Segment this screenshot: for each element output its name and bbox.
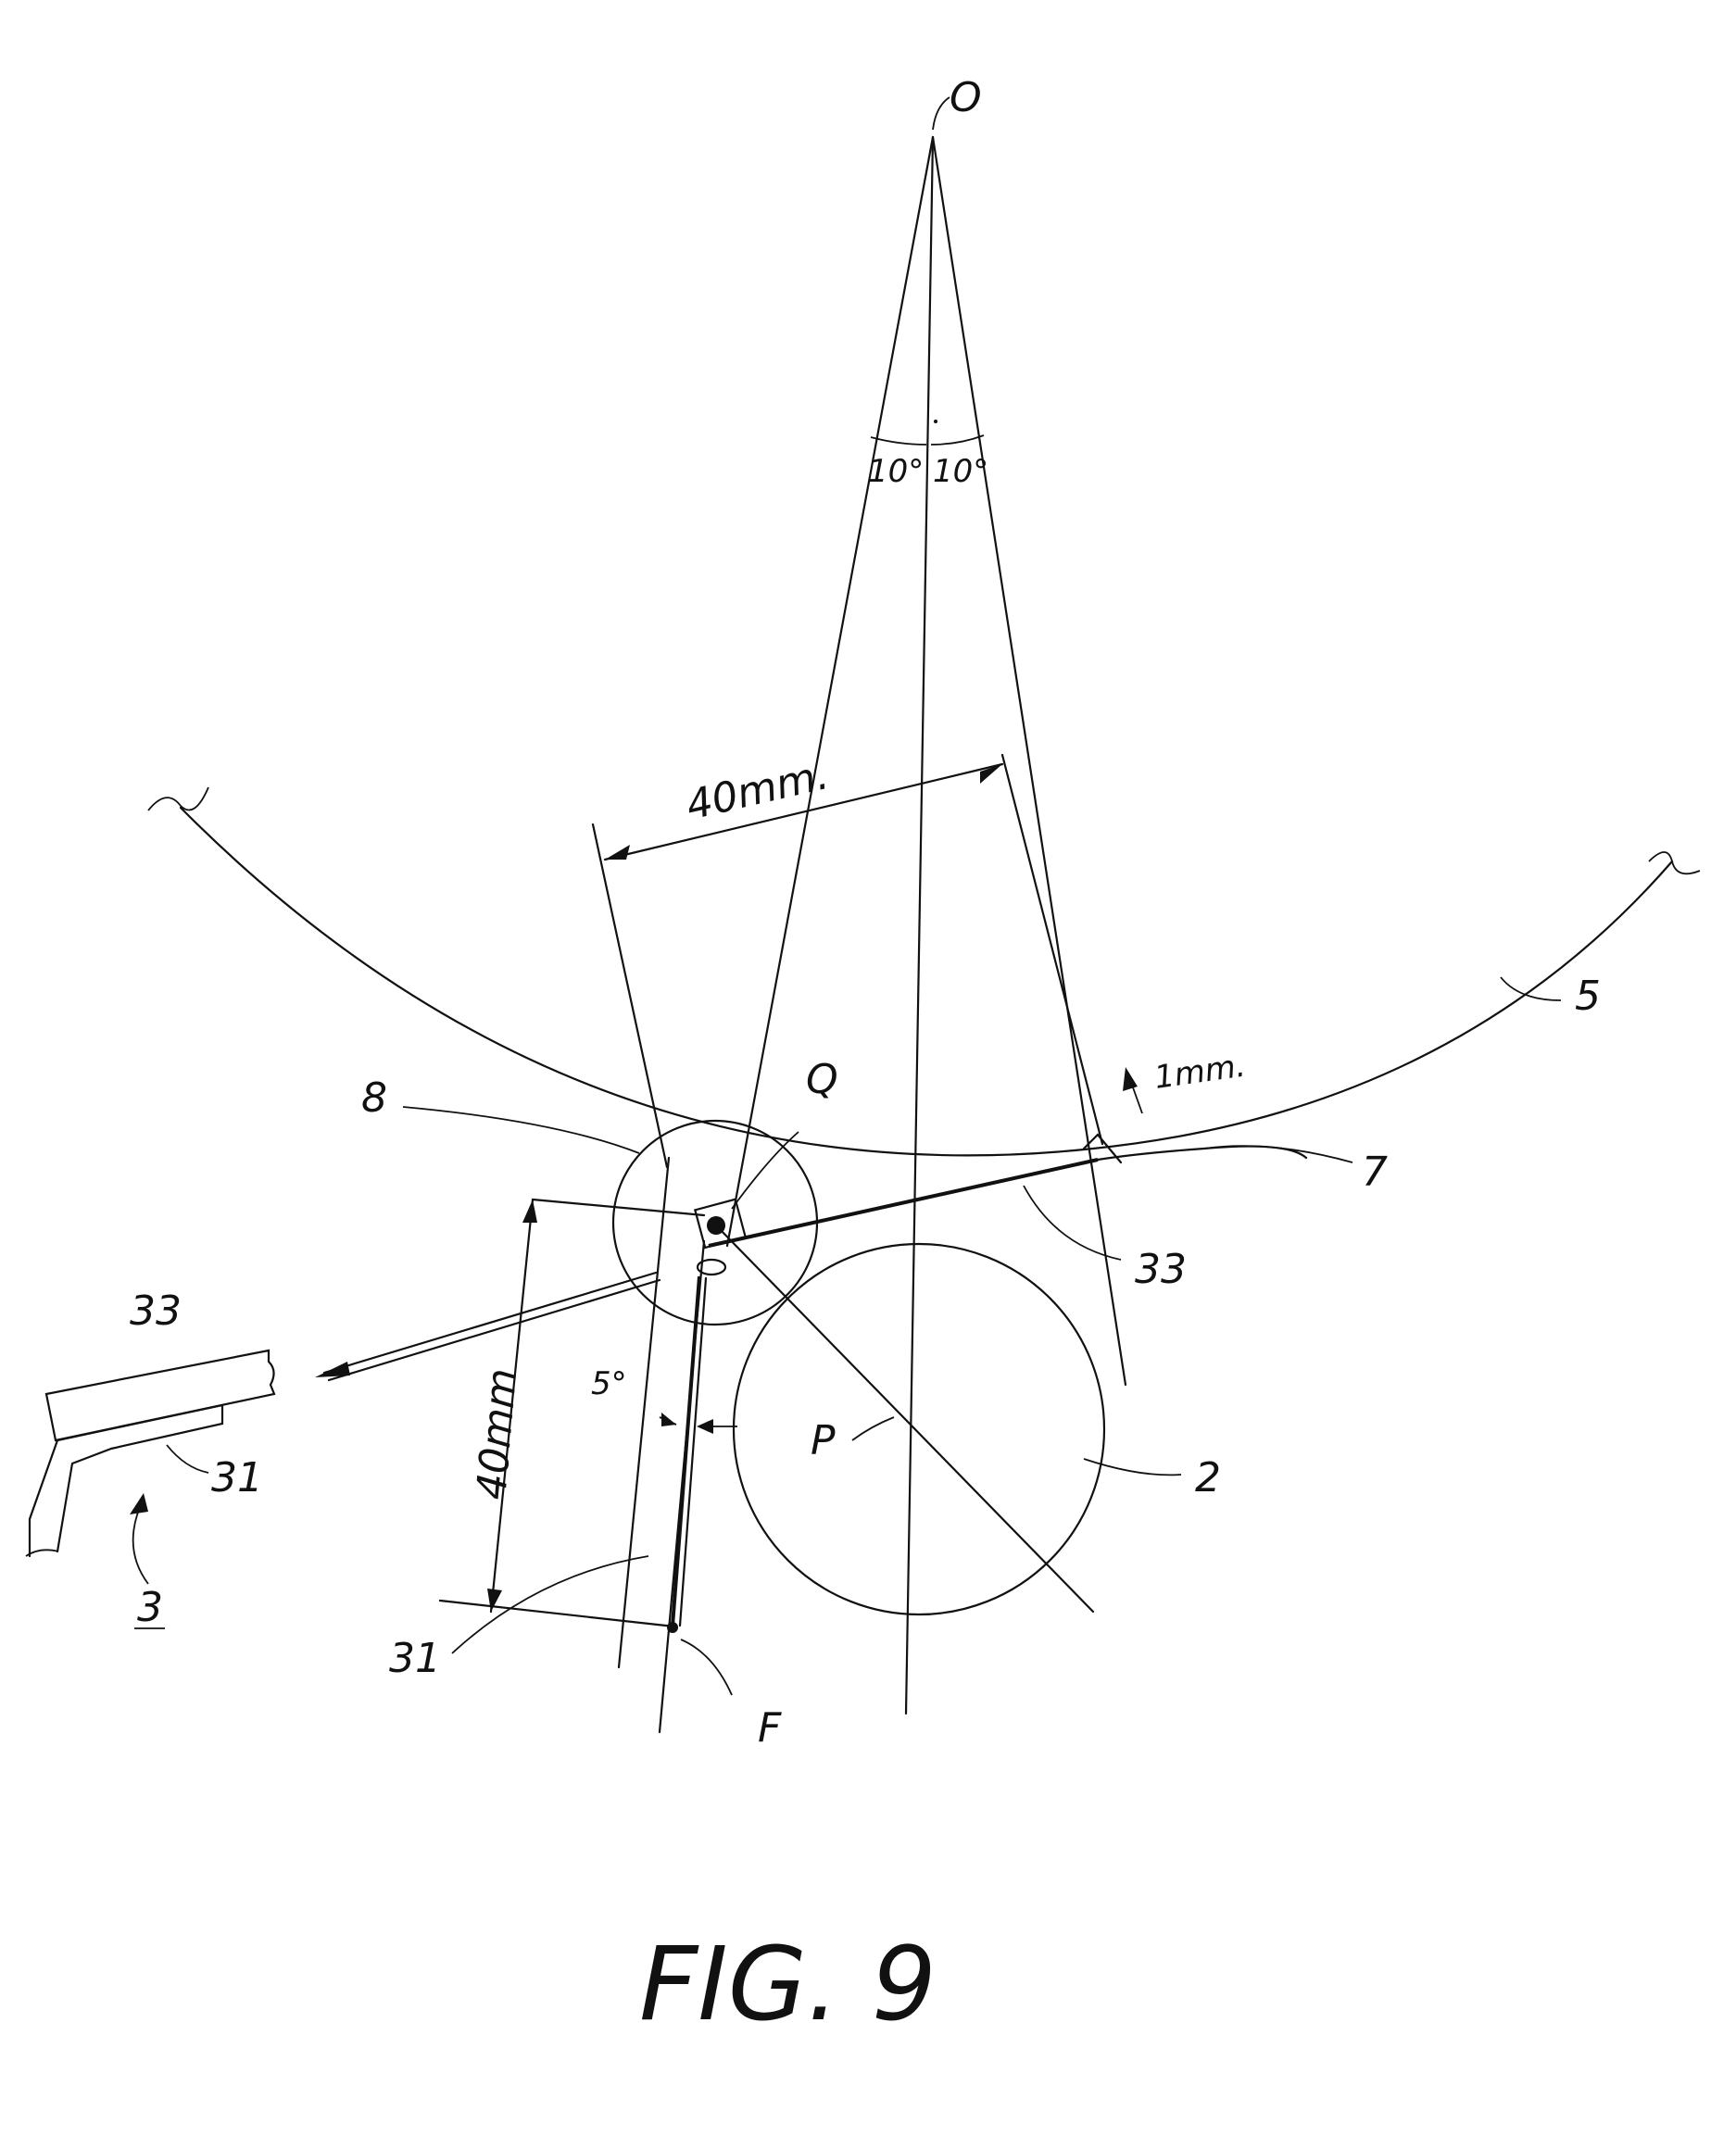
center-axis-line xyxy=(906,137,933,1714)
label-ref-7: 7 xyxy=(1362,1149,1388,1196)
label-p: P xyxy=(811,1417,836,1464)
angle-dot xyxy=(934,420,937,423)
label-ref-8: 8 xyxy=(361,1074,387,1122)
figure-title: FIG. 9 xyxy=(639,1925,937,2043)
arc-break-right xyxy=(1649,852,1700,873)
label-ref-2: 2 xyxy=(1195,1454,1221,1501)
arrowhead-arm-left xyxy=(315,1362,350,1377)
label-angle-right: 10° xyxy=(933,453,988,490)
label-angle-small: 5° xyxy=(591,1365,627,1402)
leader-o xyxy=(933,97,950,130)
block-31 xyxy=(57,1405,222,1449)
arrowhead-3 xyxy=(130,1493,148,1514)
arc-element-5 xyxy=(181,808,1672,1155)
leader-f xyxy=(681,1639,732,1695)
point-f xyxy=(667,1622,678,1633)
label-dim-left: 40mm xyxy=(468,1366,526,1501)
extension-line-left-bottom xyxy=(440,1601,674,1627)
arrowhead-top-left xyxy=(605,845,630,860)
leader-33-right xyxy=(1024,1186,1121,1260)
guide-line-left xyxy=(619,1158,669,1667)
diagonal-line-q-p xyxy=(718,1227,1093,1612)
arrowhead-left-top xyxy=(522,1200,537,1223)
leader-31-left xyxy=(167,1445,208,1473)
arrowhead-5deg-left xyxy=(661,1413,676,1426)
angle-arc-left xyxy=(871,437,926,445)
arrowhead-gap xyxy=(1123,1067,1138,1091)
label-angle-left: 10° xyxy=(868,453,924,490)
arc-break-left xyxy=(148,787,208,810)
angle-arc-right xyxy=(931,435,984,445)
leader-8 xyxy=(403,1107,639,1153)
arrowhead-5deg-right xyxy=(697,1419,713,1434)
holder-3 xyxy=(30,1440,111,1556)
label-ref-31-bottom: 31 xyxy=(389,1635,441,1682)
bar-member-33 xyxy=(709,1160,1098,1246)
leader-p xyxy=(852,1417,894,1440)
holder-3-break xyxy=(26,1550,58,1556)
block-33 xyxy=(46,1350,274,1440)
label-f: F xyxy=(758,1704,782,1752)
label-ref-33-right: 33 xyxy=(1135,1246,1187,1293)
extension-line-left-top xyxy=(533,1200,704,1215)
fan-line-right xyxy=(933,137,1126,1385)
label-ref-3: 3 xyxy=(137,1584,163,1631)
label-dim-top: 40mm. xyxy=(682,751,833,830)
point-q xyxy=(707,1216,725,1235)
label-ref-31-left: 31 xyxy=(211,1454,263,1501)
extension-line-top-left xyxy=(593,824,667,1167)
arm-line-left xyxy=(324,1273,656,1373)
extension-line-top-right xyxy=(1002,755,1102,1144)
label-o: O xyxy=(950,74,982,121)
label-ref-5: 5 xyxy=(1575,973,1601,1020)
label-ref-33-left: 33 xyxy=(130,1288,182,1335)
stylus-line-inner xyxy=(680,1278,706,1626)
reference-line-f xyxy=(660,1241,704,1732)
leader-5 xyxy=(1501,977,1561,1000)
label-dim-gap: 1mm. xyxy=(1152,1048,1248,1097)
label-q: Q xyxy=(806,1056,838,1103)
leader-7 xyxy=(1204,1146,1352,1162)
